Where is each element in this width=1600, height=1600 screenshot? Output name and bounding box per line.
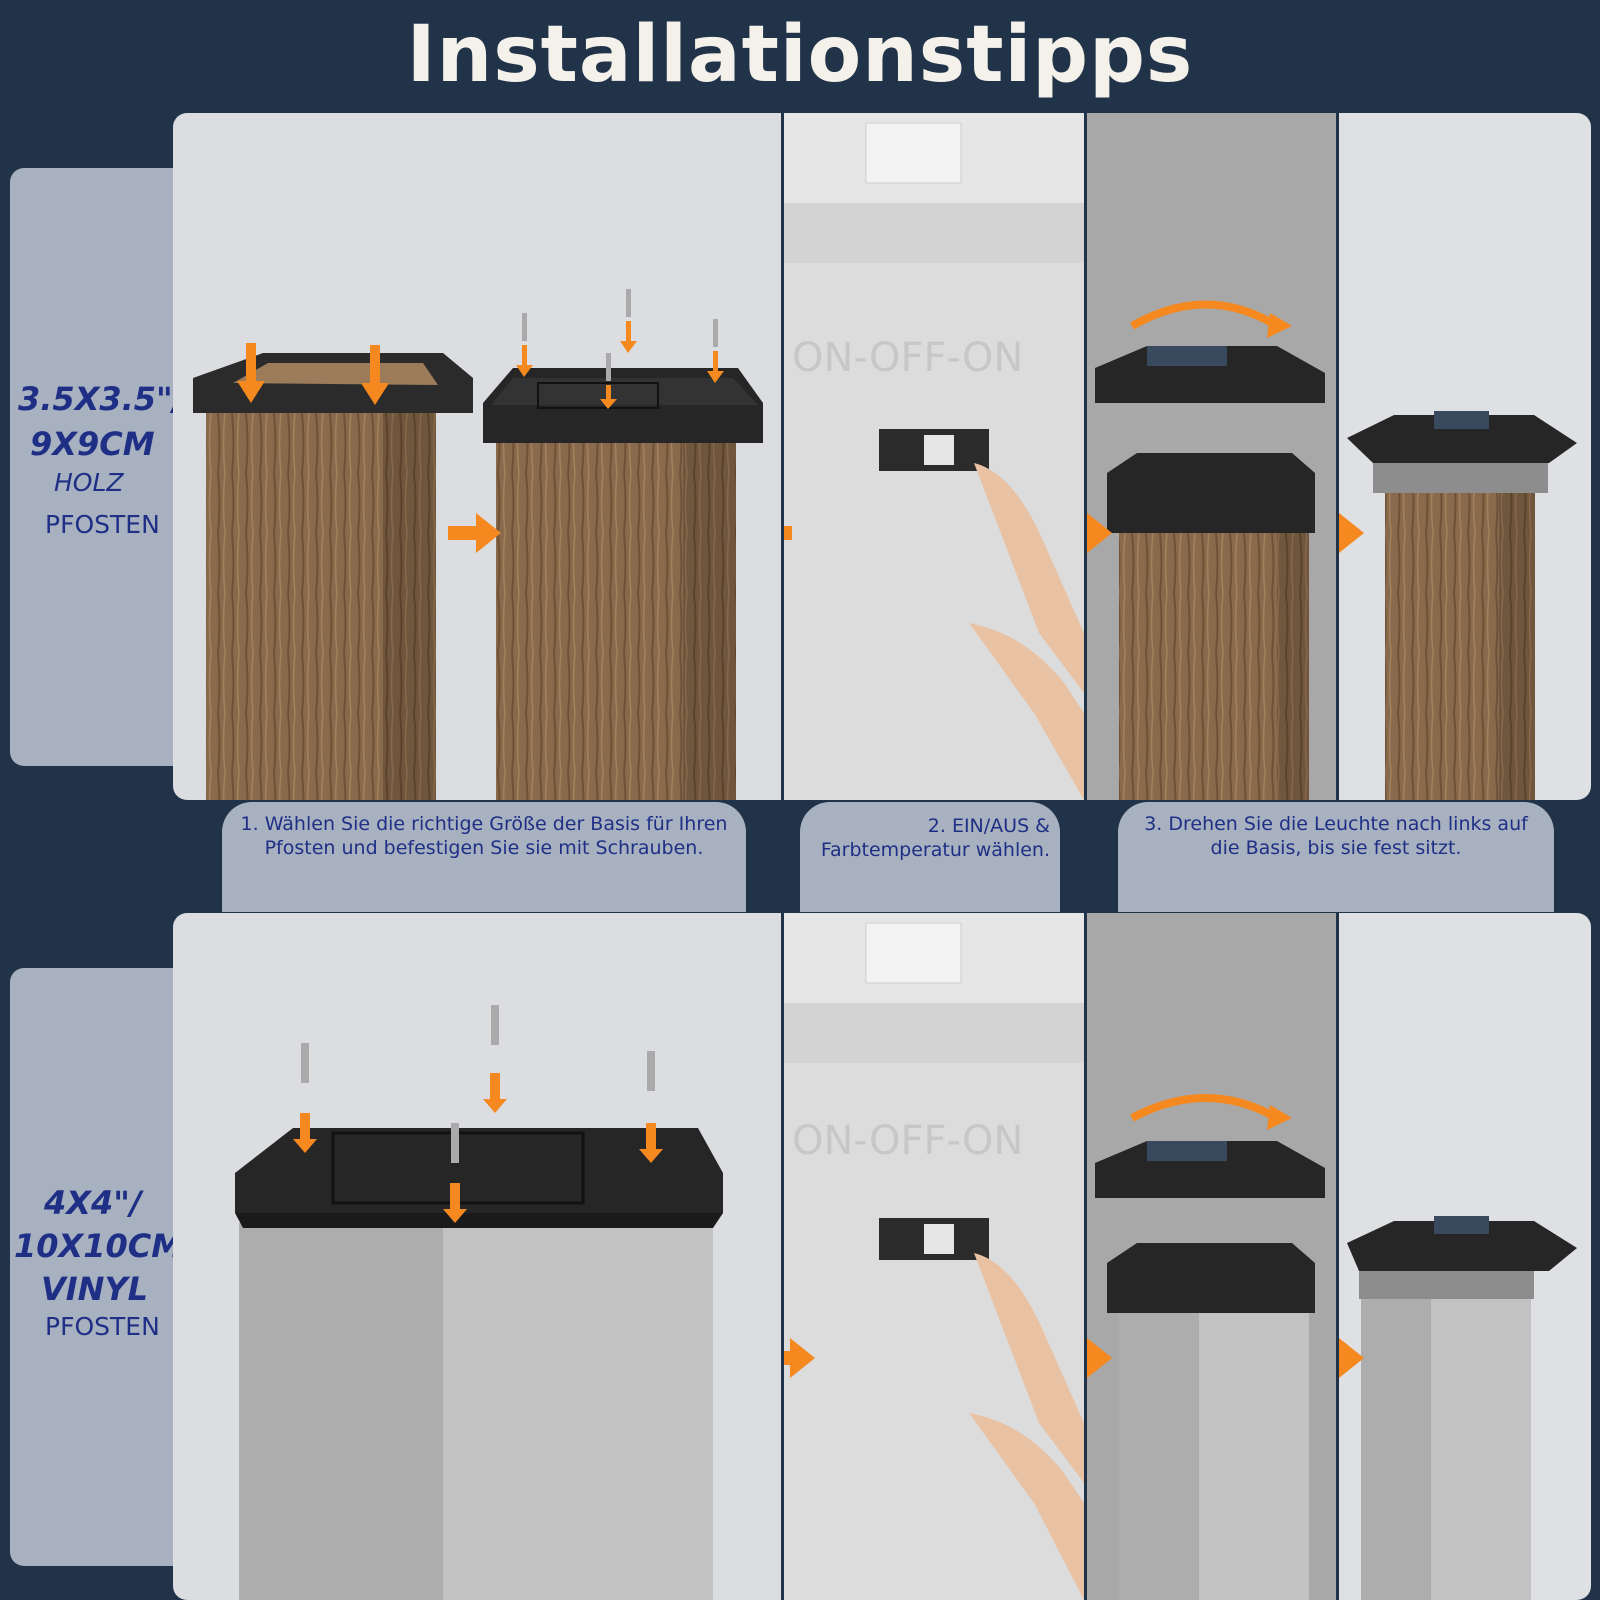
arrow-right-icon (784, 1338, 815, 1378)
arrow-right-icon (448, 513, 501, 553)
switch-label: ON-OFF-ON (792, 335, 1024, 381)
step2-panel-switch: ON-OFF-ON (784, 113, 1084, 800)
finger-icon (969, 1253, 1084, 1600)
step3-panel-rotate-vinyl (1087, 913, 1336, 1600)
step3-panel-rotate (1087, 113, 1336, 800)
size-line2: 9X9CM (30, 425, 155, 463)
post-label: PFOSTEN (45, 1312, 160, 1341)
step1-panel-wood (173, 113, 781, 800)
step3-result-panel (1339, 113, 1591, 800)
arrow-right-icon (1339, 513, 1364, 553)
arrow-right-icon (1087, 1338, 1112, 1378)
step3-result-panel-vinyl (1339, 913, 1591, 1600)
step2-caption: 2. EIN/AUS & Farbtemperatur wählen. (800, 802, 1060, 912)
arrow-right-icon (784, 526, 792, 540)
rotate-icon (1267, 313, 1292, 338)
step3-line2: die Basis, bis sie fest sitzt. (1210, 837, 1462, 859)
step2-panel-switch-vinyl: ON-OFF-ON (784, 913, 1084, 1600)
size-line1: 4X4"/ (44, 1184, 142, 1222)
arrow-right-icon (1087, 513, 1112, 553)
size-line2: 10X10CM (14, 1227, 184, 1265)
rotate-icon (1267, 1105, 1292, 1130)
step2-line2: Farbtemperatur wählen. (820, 839, 1050, 861)
size-line1: 3.5X3.5"/ (18, 380, 185, 418)
page-title: Installationstipps (406, 10, 1194, 100)
screw-icon (301, 1005, 655, 1163)
material-label: VINYL (41, 1270, 149, 1308)
post-label: PFOSTEN (45, 510, 160, 539)
step1-line2: Pfosten und befestigen Sie sie mit Schra… (264, 837, 704, 859)
switch-label: ON-OFF-ON (792, 1118, 1024, 1164)
finger-icon (969, 463, 1084, 800)
step3-caption: 3. Drehen Sie die Leuchte nach links auf… (1118, 802, 1554, 912)
arrow-right-icon (1339, 1338, 1364, 1378)
step3-line1: 3. Drehen Sie die Leuchte nach links auf (1144, 813, 1528, 835)
step2-line1: 2. EIN/AUS & (927, 815, 1050, 837)
step1-panel-vinyl (173, 913, 781, 1600)
step1-line1: 1. Wählen Sie die richtige Größe der Bas… (240, 813, 728, 835)
screw-icon (522, 289, 718, 381)
step1-caption: 1. Wählen Sie die richtige Größe der Bas… (222, 802, 746, 912)
material-label: HOLZ (54, 468, 124, 497)
